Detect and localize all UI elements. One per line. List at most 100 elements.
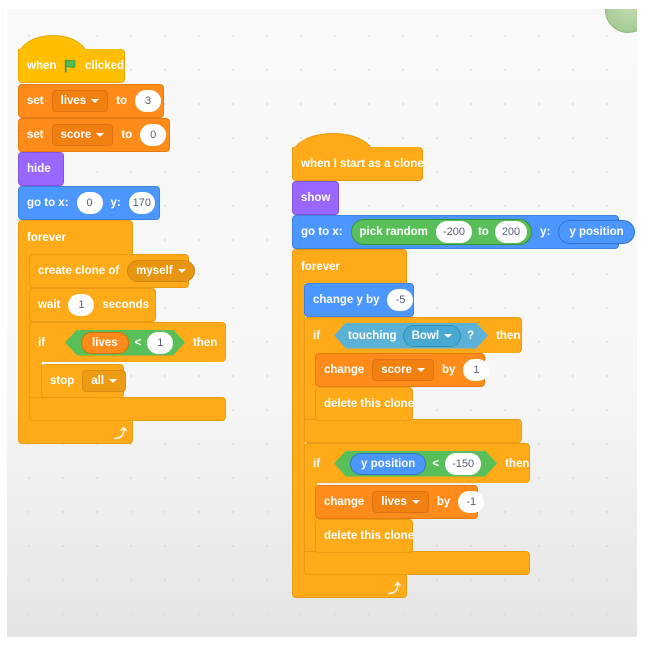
compare-value-input[interactable]: -150	[445, 453, 481, 475]
by-label: by	[436, 496, 451, 508]
change-lives-block[interactable]: change lives by -1	[315, 485, 485, 519]
if-touching-arm	[304, 352, 317, 422]
question-mark: ?	[467, 329, 475, 342]
dropdown-caret-icon	[96, 133, 105, 137]
change-y-input[interactable]: -5	[387, 289, 414, 311]
change-y-block[interactable]: change y by -5	[304, 283, 414, 317]
forever-label: forever	[301, 260, 340, 273]
when-flag-clicked-block[interactable]: when clicked	[18, 49, 125, 83]
stop-option-dropdown[interactable]: all	[82, 370, 127, 392]
dropdown-caret-icon	[177, 269, 186, 273]
clone-target-dropdown[interactable]: myself	[127, 260, 195, 282]
forever-arm-clone	[292, 282, 305, 574]
clone-hat-label: when I start as a clone	[301, 157, 424, 170]
by-label: by	[441, 364, 456, 376]
to-label: to	[477, 226, 489, 238]
less-than-condition[interactable]: lives < 1	[65, 330, 185, 356]
wait-seconds-input[interactable]: 1	[68, 294, 95, 316]
dropdown-caret-icon	[109, 379, 118, 383]
go-to-label: go to x:	[27, 197, 69, 209]
if-then-block[interactable]: if lives < 1 then	[29, 322, 226, 362]
change-value-input[interactable]: -1	[458, 491, 485, 513]
touching-object-dropdown[interactable]: Bowl	[403, 325, 461, 347]
y-input[interactable]: 170	[128, 192, 155, 214]
pick-random-label: pick random	[359, 226, 428, 238]
if-touching-foot	[304, 419, 522, 443]
if-label: if	[38, 336, 46, 349]
forever-label: forever	[27, 231, 66, 244]
lives-reporter[interactable]: lives	[81, 332, 129, 354]
create-clone-block[interactable]: create clone of myself	[29, 254, 195, 288]
variable-dropdown-lives[interactable]: lives	[51, 90, 109, 112]
pick-random-reporter[interactable]: pick random -200 to 200	[350, 219, 533, 245]
random-from-input[interactable]: -200	[435, 221, 472, 243]
loop-arrow-icon: ⤴	[388, 581, 402, 596]
green-flag-icon	[65, 59, 76, 72]
set-label: set	[27, 95, 44, 107]
when-label: when	[27, 59, 57, 72]
y-position-reporter[interactable]: y position	[350, 453, 426, 475]
delete-clone-block[interactable]: delete this clone	[315, 387, 414, 421]
y-label: y:	[540, 226, 551, 238]
random-to-input[interactable]: 200	[494, 221, 528, 243]
variable-dropdown-score[interactable]: score	[51, 124, 114, 146]
clicked-label: clicked	[85, 59, 124, 72]
if-touching-block[interactable]: if touching Bowl ? then	[304, 317, 522, 353]
hide-label: hide	[27, 163, 51, 175]
loop-arrow-icon: ⤴	[114, 426, 128, 441]
y-label: y:	[110, 197, 121, 209]
value-input[interactable]: 0	[140, 124, 167, 146]
change-value-input[interactable]: 1	[463, 359, 490, 381]
then-label: then	[505, 457, 530, 470]
delete-clone-label: delete this clone	[324, 530, 415, 542]
then-label: then	[496, 329, 521, 342]
forever-block-clone[interactable]: forever	[292, 249, 407, 283]
if-ypos-foot	[304, 551, 530, 575]
if-label: if	[313, 329, 321, 342]
hide-block[interactable]: hide	[18, 152, 64, 186]
y-position-reporter[interactable]: y position	[558, 220, 635, 244]
go-to-random-block[interactable]: go to x: pick random -200 to 200 y: y po…	[292, 215, 635, 249]
change-score-block[interactable]: change score by 1	[315, 353, 490, 387]
show-block[interactable]: show	[292, 181, 339, 215]
stop-label: stop	[50, 375, 75, 387]
compare-value-input[interactable]: 1	[147, 332, 173, 354]
to-label: to	[121, 129, 133, 141]
stop-block[interactable]: stop all	[41, 364, 127, 398]
dropdown-caret-icon	[411, 500, 420, 504]
set-score-block[interactable]: set score to 0	[18, 118, 170, 152]
forever-foot-clone	[292, 572, 407, 598]
dropdown-caret-icon	[444, 334, 452, 338]
dropdown-caret-icon	[91, 99, 100, 103]
delete-clone-block[interactable]: delete this clone	[315, 519, 415, 553]
code-area[interactable]: when clicked set lives to 3 set score to…	[7, 9, 637, 637]
variable-dropdown-score[interactable]: score	[372, 359, 434, 381]
if-ypos-arm	[304, 482, 317, 554]
wait-block[interactable]: wait 1 seconds	[29, 288, 156, 322]
then-label: then	[193, 336, 218, 349]
variable-dropdown-lives[interactable]: lives	[372, 491, 429, 513]
create-clone-label: create clone of	[38, 265, 120, 277]
change-label: change	[324, 364, 365, 376]
set-label: set	[27, 129, 44, 141]
set-lives-block[interactable]: set lives to 3	[18, 84, 164, 118]
forever-block[interactable]: forever	[18, 220, 133, 254]
change-label: change	[324, 496, 365, 508]
touching-condition[interactable]: touching Bowl ?	[334, 323, 488, 349]
forever-foot	[18, 417, 133, 444]
less-than-operator: <	[432, 457, 440, 470]
when-start-as-clone-block[interactable]: when I start as a clone	[292, 147, 424, 181]
go-to-label: go to x:	[301, 226, 343, 238]
less-than-operator: <	[134, 336, 142, 349]
if-foot	[29, 397, 226, 421]
change-y-label: change y by	[313, 294, 380, 306]
go-to-xy-block[interactable]: go to x: 0 y: 170	[18, 186, 160, 220]
value-input[interactable]: 3	[135, 90, 162, 112]
dropdown-caret-icon	[416, 368, 425, 372]
if-ypos-block[interactable]: if y position < -150 then	[304, 443, 530, 483]
wait-label: wait	[38, 299, 61, 311]
less-than-condition[interactable]: y position < -150	[334, 451, 497, 477]
if-arm	[29, 361, 42, 407]
x-input[interactable]: 0	[76, 192, 103, 214]
touching-label: touching	[348, 329, 397, 342]
